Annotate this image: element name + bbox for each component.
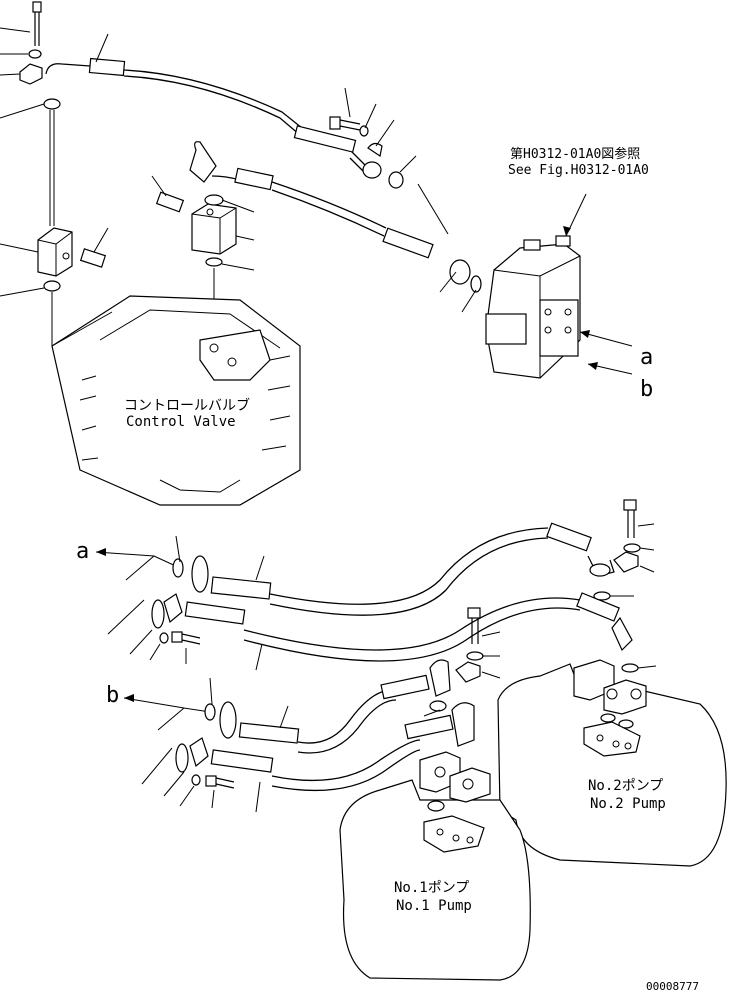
hose-a-to-pump2	[125, 522, 615, 616]
control-valve	[51, 295, 301, 506]
control-valve-label-en: Control Valve	[126, 414, 236, 430]
bolt-pump1	[455, 607, 484, 683]
pump-2	[497, 659, 727, 867]
pump2-label-en: No.2 Pump	[590, 796, 666, 812]
connector-b-bottom: b	[106, 683, 119, 708]
bolt-upper-middle	[329, 116, 383, 157]
sensor-upper	[151, 175, 185, 213]
hose-b-to-pump1	[157, 659, 451, 754]
bolt-top-left	[19, 1, 61, 110]
pump-1	[339, 751, 531, 981]
sensor-left	[79, 227, 109, 268]
hose-upper-1	[45, 57, 367, 173]
pump2-label-jp: No.2ポンプ	[588, 778, 663, 794]
see-fig-label-en: See Fig.H0312-01A0	[508, 163, 649, 178]
drawing-number: 00008777	[646, 980, 699, 993]
bolt-lower-left-1	[171, 631, 201, 645]
connector-a-bottom: a	[76, 539, 89, 564]
connector-a-top: a	[640, 345, 653, 370]
hose-upper-2	[189, 141, 482, 293]
see-fig-label-jp: 第H0312-01A0図参照	[510, 146, 640, 162]
pilot-valve-assembly	[485, 235, 581, 379]
bolt-lower-left-2	[205, 775, 235, 789]
hose-b2-to-pump1	[175, 702, 475, 792]
connector-b-top: b	[640, 377, 653, 402]
block-left	[37, 110, 73, 346]
hose-a2-to-pump2	[151, 592, 633, 662]
bolt-pump2	[613, 499, 641, 573]
pump1-label-en: No.1 Pump	[396, 898, 472, 914]
control-valve-label-jp: コントロールバルブ	[124, 397, 250, 414]
block-upper	[191, 194, 237, 312]
pump1-label-jp: No.1ポンプ	[394, 880, 469, 896]
